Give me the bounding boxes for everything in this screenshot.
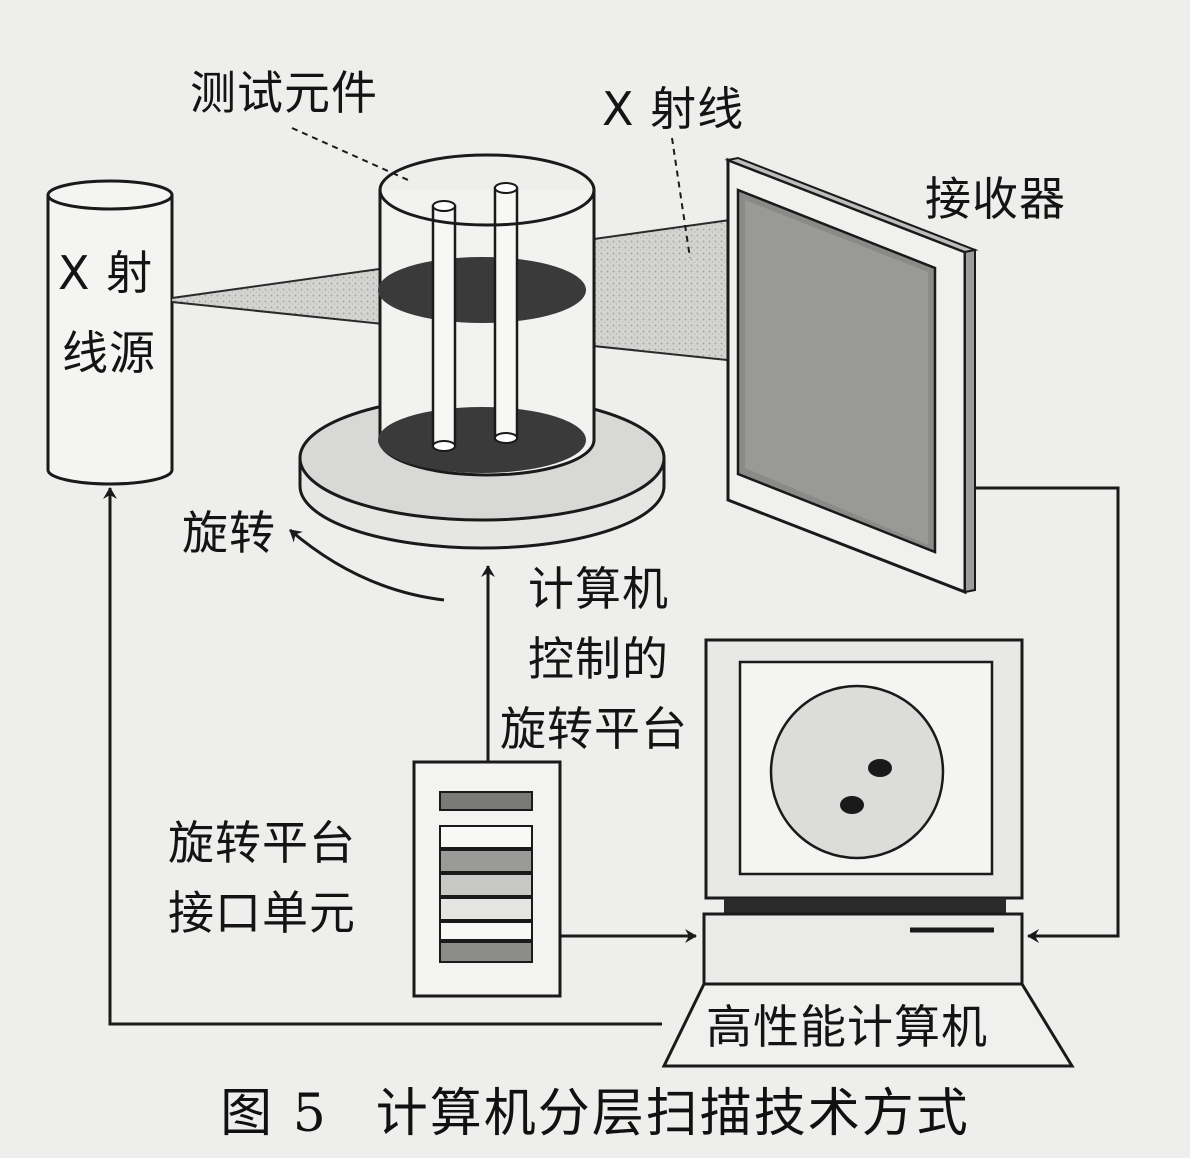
computer-label: 高性能计算机	[706, 1000, 988, 1054]
interface-unit-label-line1: 旋转平台	[168, 816, 356, 870]
rotate-label: 旋转	[182, 506, 276, 560]
interface-unit-label-line2: 接口单元	[168, 886, 356, 940]
interface-unit	[412, 760, 562, 998]
xray-source-label-line1: X 射	[58, 246, 154, 300]
connections	[103, 486, 1120, 1026]
cross-section-spot	[840, 796, 864, 814]
xray-source	[46, 179, 174, 486]
xray-label: X 射线	[602, 82, 745, 136]
test-component-label: 测试元件	[190, 66, 378, 120]
platform-label-line2: 控制的	[528, 632, 669, 686]
computer-monitor	[661, 638, 1075, 1068]
cross-section-spot	[868, 759, 892, 777]
receiver-label: 接收器	[925, 172, 1066, 226]
platform-label-line1: 计算机	[528, 562, 669, 616]
ct-scanning-diagram	[46, 127, 1120, 1068]
figure-number: 图 5	[220, 1084, 328, 1144]
platform-label-line3: 旋转平台	[500, 702, 688, 756]
leader-lines	[291, 127, 691, 259]
xray-source-label-line2: 线源	[62, 326, 156, 380]
figure-title: 计算机分层扫描技术方式	[375, 1084, 970, 1144]
test-component	[378, 153, 596, 477]
receiver-panel	[724, 156, 979, 595]
